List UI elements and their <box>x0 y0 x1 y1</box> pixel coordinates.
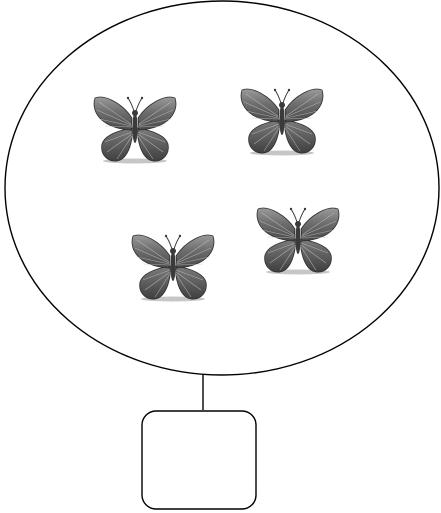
answer-box[interactable] <box>142 411 256 509</box>
group-oval <box>5 1 439 375</box>
butterfly-icon <box>132 235 214 302</box>
butterfly-icon <box>94 97 176 164</box>
butterfly-icon <box>241 89 323 156</box>
butterfly-icon <box>257 208 339 275</box>
